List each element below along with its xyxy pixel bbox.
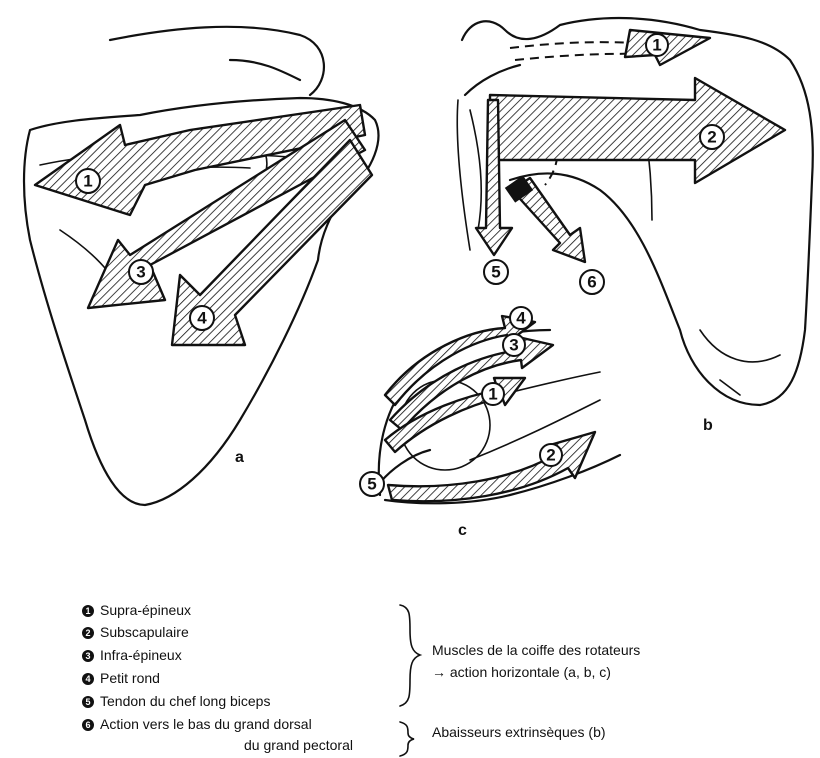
arrow-number-c-1: 1 — [482, 383, 504, 405]
brace-extrinsic-depressors — [400, 722, 414, 756]
svg-text:2: 2 — [546, 446, 555, 465]
legend-item-3: 3 Infra-épineux — [82, 646, 182, 664]
svg-text:2: 2 — [707, 128, 716, 147]
legend-bullet-5: 5 — [82, 696, 94, 708]
svg-text:5: 5 — [491, 263, 500, 282]
svg-text:3: 3 — [509, 336, 518, 355]
arrow-b-2 — [490, 78, 785, 183]
arrow-number-b-1: 1 — [646, 34, 668, 56]
legend-label-1: Supra-épineux — [100, 602, 191, 618]
legend-bullet-2: 2 — [82, 627, 94, 639]
arrow-number-c-4: 4 — [510, 307, 532, 329]
svg-text:1: 1 — [83, 172, 92, 191]
arrow-number-c-5: 5 — [360, 472, 384, 496]
legend-item-2: 2 Subscapulaire — [82, 623, 189, 641]
arrow-number-a-1: 1 — [76, 169, 100, 193]
arrow-c-2 — [388, 432, 595, 501]
brace-rotator-cuff — [400, 605, 420, 706]
legend-bullet-3: 3 — [82, 650, 94, 662]
arrow-number-a-4: 4 — [190, 306, 214, 330]
group-label-rotator-action: → action horizontale (a, b, c) — [432, 663, 611, 681]
group-label-extrinsic-depressors: Abaisseurs extrinsèques (b) — [432, 723, 606, 741]
legend-label-2: Subscapulaire — [100, 624, 189, 640]
legend-item-6-continuation: du grand pectoral — [244, 736, 353, 754]
group-label-rotator-cuff: Muscles de la coiffe des rotateurs — [432, 641, 640, 659]
legend-bullet-4: 4 — [82, 673, 94, 685]
legend-item-6: 6 Action vers le bas du grand dorsal — [82, 715, 312, 733]
legend-label-5: Tendon du chef long biceps — [100, 693, 270, 709]
legend-label-4: Petit rond — [100, 670, 160, 686]
svg-text:1: 1 — [488, 385, 497, 404]
legend-item-1: 1 Supra-épineux — [82, 601, 191, 619]
arrow-number-a-3: 3 — [129, 260, 153, 284]
svg-text:5: 5 — [367, 475, 376, 494]
panel-label-b: b — [703, 417, 713, 434]
arrow-number-b-6: 6 — [580, 270, 604, 294]
svg-text:4: 4 — [516, 309, 526, 328]
tendon-c-5 — [378, 450, 430, 485]
panel-label-c: c — [458, 522, 467, 539]
legend-bullet-1: 1 — [82, 605, 94, 617]
legend-bullet-6: 6 — [82, 719, 94, 731]
legend-label-3: Infra-épineux — [100, 647, 182, 663]
legend-item-5: 5 Tendon du chef long biceps — [82, 692, 270, 710]
svg-text:1: 1 — [652, 36, 661, 55]
svg-text:4: 4 — [197, 309, 207, 328]
panel-a-scapula-outline — [24, 27, 378, 505]
legend-item-4: 4 Petit rond — [82, 669, 160, 687]
svg-text:6: 6 — [587, 273, 596, 292]
panel-label-a: a — [235, 449, 244, 466]
arrow-number-b-5: 5 — [484, 260, 508, 284]
legend-label-6: Action vers le bas du grand dorsal — [100, 716, 312, 732]
arrow-number-c-2: 2 — [540, 444, 562, 466]
arrow-number-c-3: 3 — [503, 334, 525, 356]
svg-text:3: 3 — [136, 263, 145, 282]
arrow-number-b-2: 2 — [700, 125, 724, 149]
